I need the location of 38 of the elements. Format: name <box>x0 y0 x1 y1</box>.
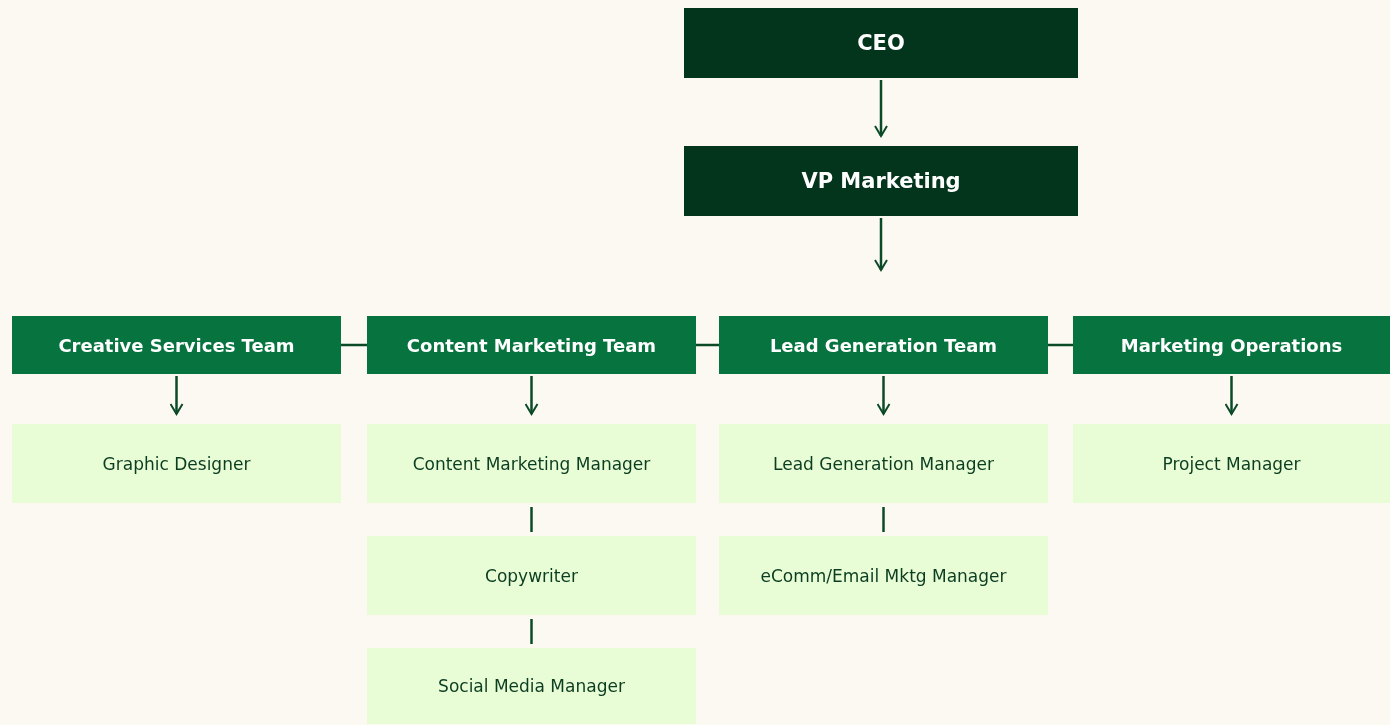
executive-box <box>684 8 1078 78</box>
arrow <box>874 80 888 137</box>
connector-line <box>530 619 533 644</box>
role-box <box>367 536 696 615</box>
node-title: Marketing Operations <box>1120 334 1343 356</box>
node-title: Copywriter <box>485 565 578 586</box>
node-title: VP Marketing <box>801 169 961 193</box>
node-title: Project Manager <box>1162 453 1301 474</box>
connector-line <box>882 507 885 532</box>
arrow <box>169 376 184 415</box>
node-title: Social Media Manager <box>438 676 625 696</box>
node-title: Content Marketing Manager <box>412 453 651 474</box>
arrow <box>1224 376 1239 415</box>
node-title: Lead Generation Team <box>769 334 998 356</box>
node-title: Content Marketing Team <box>406 334 657 356</box>
executive-box <box>684 146 1078 216</box>
node-title: eComm/Email Mktg Manager <box>760 565 1007 586</box>
team-box <box>1073 316 1390 374</box>
arrow <box>876 376 891 415</box>
connector-line <box>696 343 719 347</box>
role-box <box>12 424 341 503</box>
arrow <box>524 376 539 415</box>
team-box <box>719 316 1048 374</box>
node-title: CEO <box>857 31 905 55</box>
connector-line <box>530 507 533 532</box>
node-title: Lead Generation Manager <box>773 453 994 474</box>
team-box <box>367 316 696 374</box>
role-box <box>719 424 1048 503</box>
connector-line <box>341 343 367 347</box>
node-title: Graphic Designer <box>102 453 251 474</box>
arrow <box>874 218 888 271</box>
node-title: Creative Services Team <box>58 334 295 356</box>
connector-line <box>1048 343 1073 347</box>
role-box <box>367 424 696 503</box>
role-box <box>367 648 696 724</box>
role-box <box>1073 424 1390 503</box>
team-box <box>12 316 341 374</box>
role-box <box>719 536 1048 615</box>
